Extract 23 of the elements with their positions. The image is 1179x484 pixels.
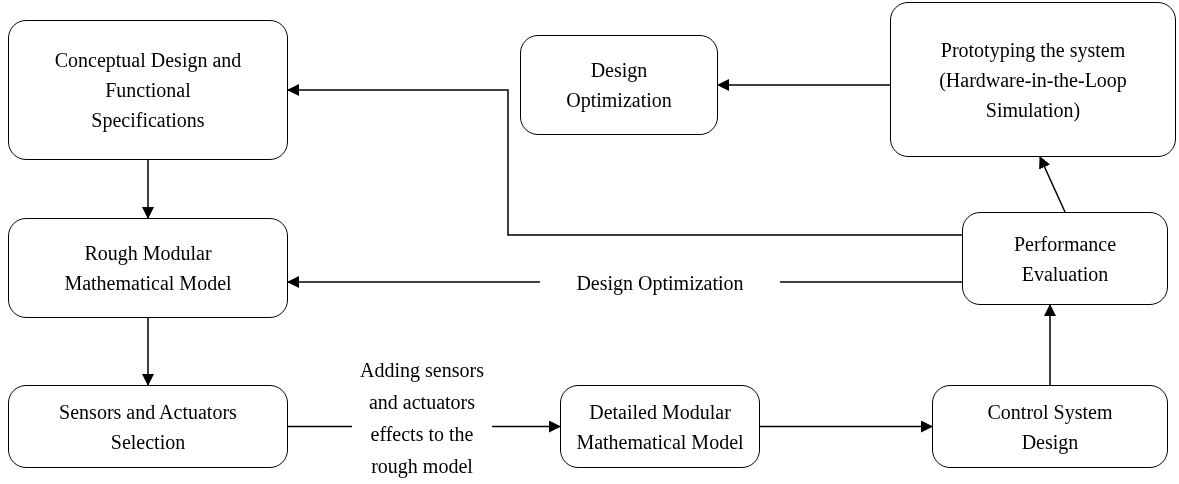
arrow xyxy=(717,79,891,91)
box-text: Rough Modular Mathematical Model xyxy=(63,241,233,296)
process-box xyxy=(932,385,1168,468)
arrow xyxy=(142,159,154,219)
process-box xyxy=(560,385,760,468)
arrow xyxy=(287,84,963,236)
box-text: Conceptual Design and Functional Specifications xyxy=(53,48,243,134)
arrow xyxy=(1039,156,1066,213)
process-box xyxy=(520,35,718,135)
process-box xyxy=(8,20,288,160)
process-box xyxy=(890,2,1176,157)
box-text: Prototyping the system (Hardware-in-the-Loop Simulation) xyxy=(938,37,1128,124)
box-text: Control System Design xyxy=(986,399,1114,456)
box-text: Detailed Modular Mathematical Model xyxy=(575,399,745,455)
box-text: Sensors and Actuators Selection xyxy=(58,399,238,455)
box-text: Performance Evaluation xyxy=(1012,231,1118,287)
box-text: Design Optimization xyxy=(565,58,673,114)
arrow xyxy=(759,420,933,433)
process-box xyxy=(8,218,288,318)
process-box xyxy=(962,212,1168,305)
arrow xyxy=(1044,304,1056,386)
process-box xyxy=(8,385,288,468)
arrow xyxy=(142,317,154,386)
